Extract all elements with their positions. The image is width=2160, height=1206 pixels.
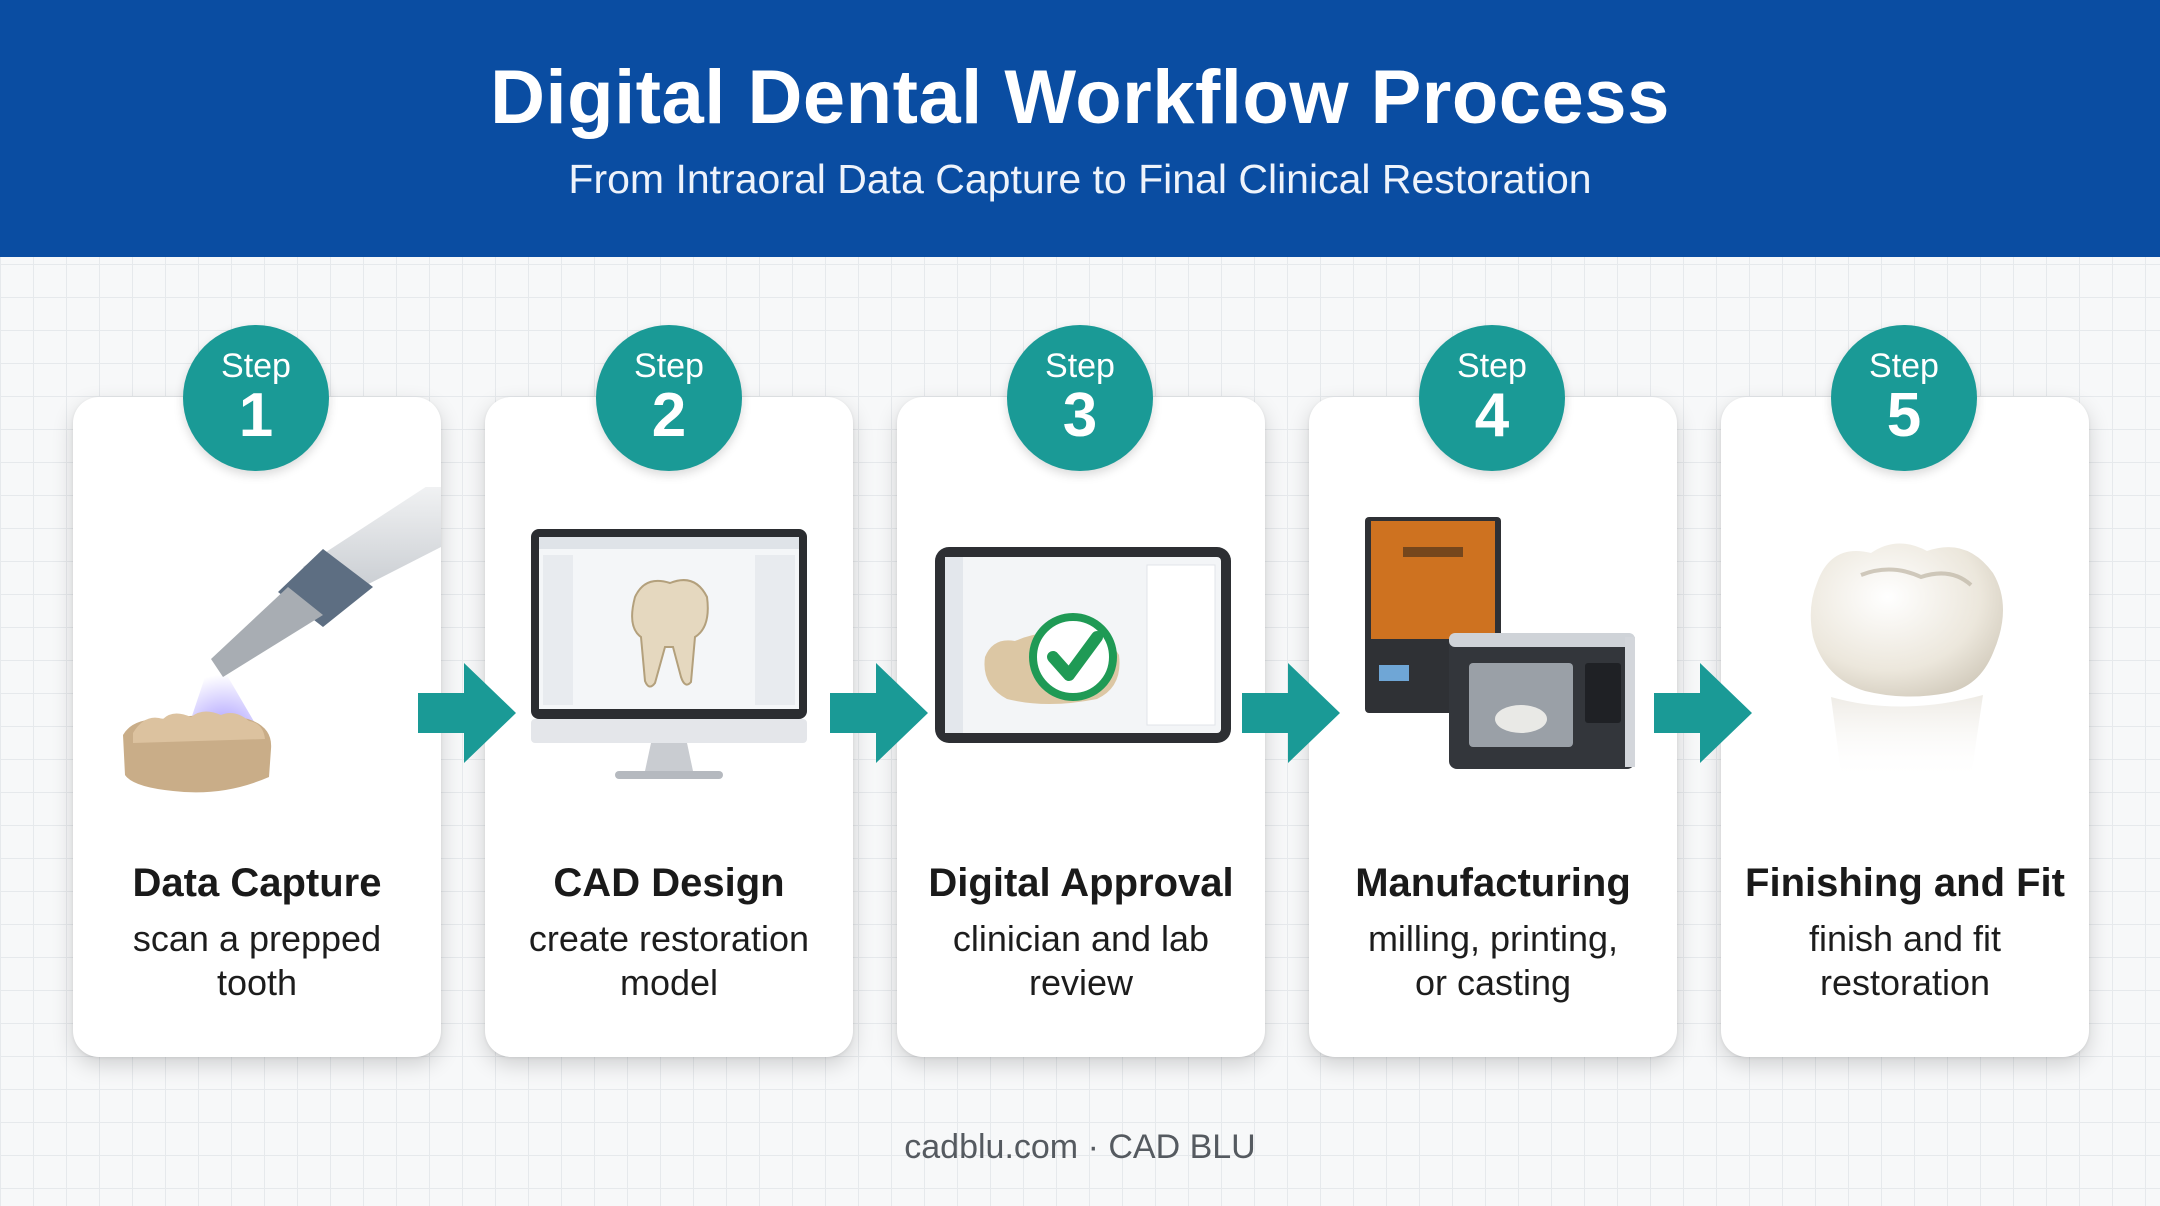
step-badge-1: Step 1 bbox=[183, 325, 329, 471]
arrow-right-icon bbox=[1654, 663, 1752, 763]
step-description: clinician and lab review bbox=[952, 918, 1210, 1003]
page-subtitle: From Intraoral Data Capture to Final Cli… bbox=[568, 156, 1592, 202]
arrow-right-icon bbox=[418, 663, 516, 763]
step-badge-4: Step 4 bbox=[1419, 325, 1565, 471]
step-badge-2: Step 2 bbox=[596, 325, 742, 471]
printer-mill-icon bbox=[1365, 517, 1635, 769]
cad-monitor-icon bbox=[531, 529, 807, 779]
intraoral-scanner-icon bbox=[123, 487, 441, 793]
footer-credit: cadblu.com · CAD BLU bbox=[904, 1128, 1256, 1166]
arrow-right-icon bbox=[1242, 663, 1340, 763]
step-badge-5: Step 5 bbox=[1831, 325, 1977, 471]
step-description: create restoration model bbox=[528, 918, 810, 1003]
step-card-3: Digital Approval clinician and lab revie… bbox=[897, 397, 1265, 1057]
page-title: Digital Dental Workflow Process bbox=[490, 55, 1670, 140]
step-title: Finishing and Fit bbox=[1745, 861, 2065, 905]
step-card-1: Data Capture scan a prepped tooth bbox=[73, 397, 441, 1057]
step-title: CAD Design bbox=[553, 861, 785, 905]
crown-icon bbox=[1810, 543, 2003, 782]
step-card-2: CAD Design create restoration model bbox=[485, 397, 853, 1057]
arrow-right-icon bbox=[830, 663, 928, 763]
step-description: finish and fit restoration bbox=[1808, 918, 2002, 1003]
step-badge-3: Step 3 bbox=[1007, 325, 1153, 471]
header-banner: Digital Dental Workflow Process From Int… bbox=[0, 0, 2160, 257]
tablet-approval-icon bbox=[935, 547, 1231, 743]
step-title: Digital Approval bbox=[928, 861, 1234, 905]
step-title: Data Capture bbox=[132, 861, 382, 905]
step-description: scan a prepped tooth bbox=[132, 918, 382, 1003]
step-title: Manufacturing bbox=[1355, 861, 1631, 905]
step-description: milling, printing, or casting bbox=[1367, 918, 1619, 1003]
step-card-5: Finishing and Fit finish and fit restora… bbox=[1721, 397, 2089, 1057]
step-card-4: Manufacturing milling, printing, or cast… bbox=[1309, 397, 1677, 1057]
